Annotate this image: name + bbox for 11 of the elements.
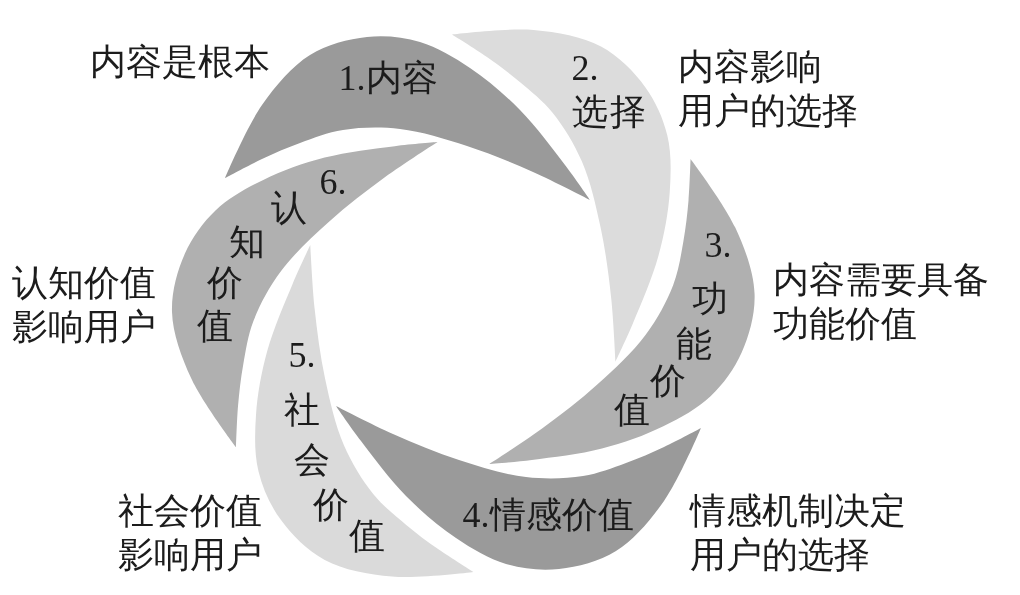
segment-label: 4.情感价值 — [462, 497, 634, 533]
segment-description: 情感机制决定用户的选择 — [690, 490, 907, 577]
segment-description: 内容影响用户的选择 — [678, 46, 859, 133]
segment-label: 2.选择 — [570, 49, 647, 131]
segment-label: 5.社会价值 — [283, 336, 386, 555]
segment-description: 内容是根本 — [90, 41, 271, 84]
segment-description: 社会价值影响用户 — [118, 490, 263, 577]
segment-label: 1.内容 — [338, 60, 438, 96]
segment-description: 认知价值影响用户 — [12, 262, 157, 349]
segment-description: 内容需要具备功能价值 — [773, 259, 990, 346]
segment-label: 3.功能价值 — [613, 226, 733, 429]
